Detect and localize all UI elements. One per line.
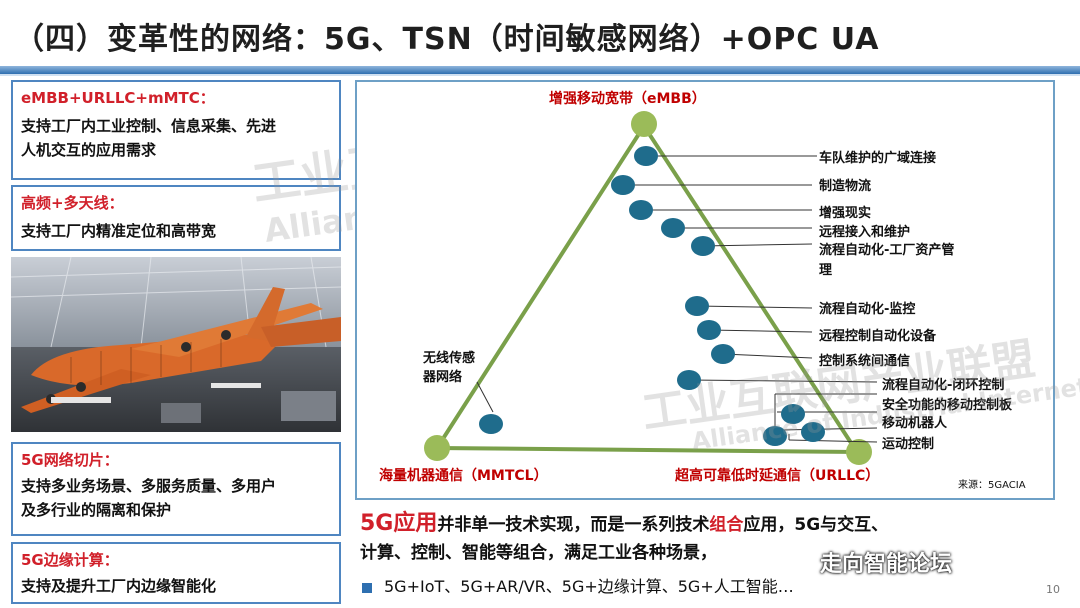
card-heading: 5G网络切片： (21, 451, 119, 469)
card-embb: eMBB+URLLC+mMTC： 支持工厂内工业控制、信息采集、先进 人机交互的… (11, 80, 341, 180)
vertex-urllc-node (846, 439, 872, 465)
summary-highlight: 组合 (709, 515, 744, 535)
vertex-mmtc-node (424, 435, 450, 461)
label-inter-system: 控制系统间通信 (819, 354, 911, 369)
summary-text: 5G应用并非单一技术实现，而是一系列技术组合应用，5G与交互、 计算、控制、智能… (360, 510, 1060, 567)
card-heading: eMBB+URLLC+mMTC： (21, 89, 215, 107)
title-underline (0, 66, 1080, 74)
summary-keyword: 5G应用 (360, 511, 438, 536)
label-closed-loop: 流程自动化-闭环控制 (882, 378, 1005, 393)
label-safety-control-panel: 安全功能的移动控制板 (882, 398, 1013, 413)
label-monitoring: 流程自动化-监控 (819, 302, 916, 317)
label-remote-access: 远程接入和维护 (819, 225, 911, 240)
card-body-line: 人机交互的应用需求 (21, 141, 157, 159)
card-edge-computing: 5G边缘计算： 支持及提升工厂内边缘智能化 (11, 542, 341, 604)
factory-photo (11, 257, 341, 432)
label-remote-control: 远程控制自动化设备 (819, 329, 937, 344)
label-wireless-sensor-cont: 器网络 (423, 370, 463, 385)
source-note: 来源：5GACIA (958, 480, 1026, 491)
page-number: 10 (1046, 583, 1060, 596)
summary-text-a: 并非单一技术实现，而是一系列技术 (437, 515, 710, 535)
card-body-line: 支持多业务场景、多服务质量、多用户 (21, 477, 277, 495)
label-wireless-sensor: 无线传感 (423, 351, 476, 366)
card-heading: 高频+多天线： (21, 194, 124, 212)
vertex-embb-label: 增强移动宽带（eMBB） (549, 91, 706, 107)
label-asset-management: 流程自动化-工厂资产管 (819, 243, 955, 258)
label-motion-control: 运动控制 (882, 437, 935, 452)
label-augmented-reality: 增强现实 (819, 206, 872, 221)
vertex-urllc-label: 超高可靠低时延通信（URLLC） (675, 468, 880, 484)
5g-usage-triangle-diagram: 增强移动宽带（eMBB） 海量机器通信（MMTCL） 超高可靠低时延通信（URL… (355, 80, 1055, 500)
title-underline-light (0, 74, 1080, 76)
card-body-line: 支持及提升工厂内边缘智能化 (21, 577, 217, 595)
summary-line-2: 计算、控制、智能等组合，满足工业各种场景， (360, 543, 717, 563)
label-asset-management-cont: 理 (819, 263, 833, 278)
triangle-graphic (424, 111, 878, 465)
bullet-item: 5G+IoT、5G+AR/VR、5G+边缘计算、5G+人工智能… (362, 573, 794, 597)
card-heading: 5G边缘计算： (21, 551, 119, 569)
bullet-square-icon (362, 582, 372, 593)
label-mobile-robot: 移动机器人 (882, 416, 948, 431)
page-title: （四）变革性的网络：5G、TSN（时间敏感网络）+OPC UA (14, 22, 880, 57)
card-body-line: 支持工厂内精准定位和高带宽 (21, 222, 217, 240)
card-body-line: 支持工厂内工业控制、信息采集、先进 (21, 117, 277, 135)
vertex-mmtc-label: 海量机器通信（MMTCL） (379, 468, 548, 484)
summary-text-b: 应用，5G与交互、 (743, 515, 889, 535)
label-manufacturing-logistics: 制造物流 (819, 179, 872, 194)
bullet-text: 5G+IoT、5G+AR/VR、5G+边缘计算、5G+人工智能… (384, 577, 794, 596)
vertex-embb-node (631, 111, 657, 137)
summary-line-1: 5G应用并非单一技术实现，而是一系列技术组合应用，5G与交互、 (360, 510, 1060, 539)
card-high-frequency: 高频+多天线： 支持工厂内精准定位和高带宽 (11, 185, 341, 251)
card-network-slicing: 5G网络切片： 支持多业务场景、多服务质量、多用户 及多行业的隔离和保护 (11, 442, 341, 536)
aircraft-factory-image (11, 257, 341, 432)
label-fleet-maintenance: 车队维护的广域连接 (819, 151, 937, 166)
card-body-line: 及多行业的隔离和保护 (21, 501, 172, 519)
wechat-watermark: 走向智能论坛 (820, 552, 953, 577)
